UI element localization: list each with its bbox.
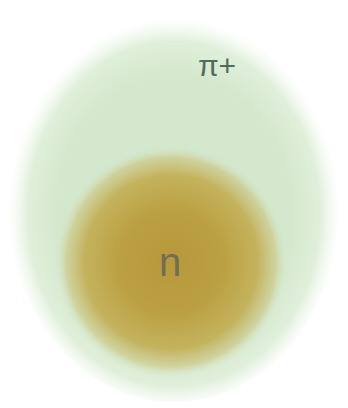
neutron-core: n (55, 146, 287, 378)
particle-label: π+ (198, 51, 236, 81)
pion-cloud: π+ n (8, 10, 340, 402)
particle-label: n (159, 242, 181, 282)
